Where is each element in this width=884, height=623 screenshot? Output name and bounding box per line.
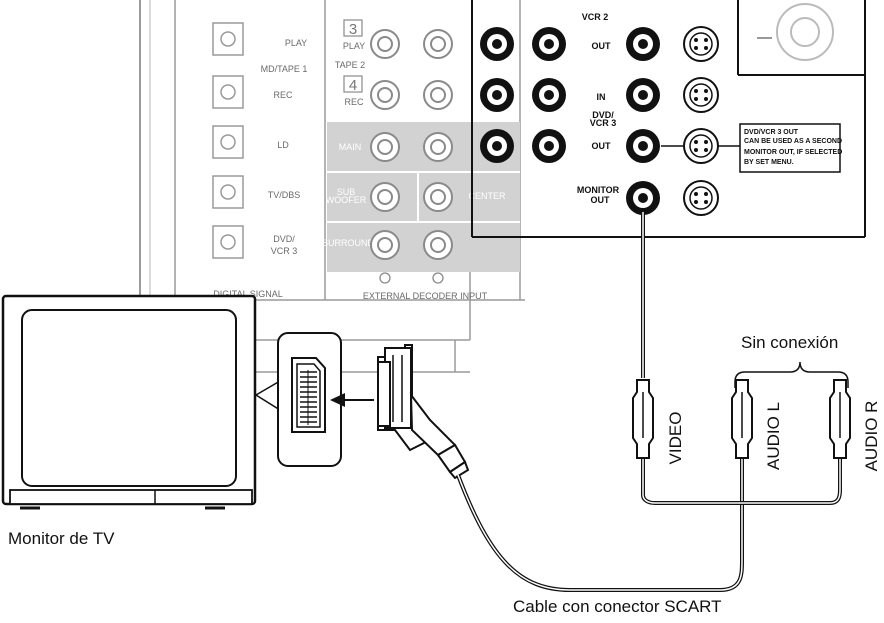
insert-arrow-icon: [330, 393, 345, 407]
antenna-connector-icon: [776, 3, 834, 61]
monitor-out-label-line2: OUT: [591, 195, 611, 205]
rca-jack-tape-rec-l: [370, 80, 400, 110]
optical-input-ld: LD: [212, 125, 289, 159]
md-tape-label: MD/TAPE 1: [261, 64, 308, 74]
tape2-label: TAPE 2: [335, 60, 365, 70]
digital-signal-label: DIGITAL SIGNAL: [213, 289, 283, 299]
optical-label-tvdbs: TV/DBS: [268, 190, 301, 200]
external-decoder-block: MAIN SUB WOOFER CENTER SURROUND EXTERNAL…: [322, 122, 520, 301]
decoder-main-label: MAIN: [339, 142, 362, 152]
rca-jack-surround-r: [423, 230, 453, 260]
optical-input-rec: REC: [212, 75, 293, 109]
note-line2: MONITOR OUT, IF SELECTED: [744, 149, 842, 156]
decoder-sub-line2: WOOFER: [326, 195, 367, 205]
tape-number-3: 3: [349, 21, 357, 38]
tape-play-label: PLAY: [343, 41, 365, 51]
brace-icon: [734, 361, 849, 388]
tape-number-4: 4: [349, 77, 357, 94]
rca-jack-tape-play-r: [423, 29, 453, 59]
rca-jack-main-r: [423, 132, 453, 162]
scart-cable-caption: Cable con conector SCART: [513, 597, 722, 616]
scart-cable: Cable con conector SCART: [330, 344, 744, 616]
rca-plug-audio-l: [731, 379, 753, 459]
vcr2-label: VCR 2: [582, 12, 609, 22]
video-panel: VCR 2 OUT IN DVD/ VCR 3 OUT MONITOR OUT: [471, 0, 866, 238]
optical-input-play: PLAY: [212, 22, 307, 56]
rca-jack-subwoofer: [370, 182, 400, 212]
note-title: DVD/VCR 3 OUT: [744, 129, 799, 136]
audio-r-plug-label: AUDIO R: [862, 401, 881, 472]
dvd-out-label: OUT: [592, 141, 612, 151]
decoder-sub-line1: SUB: [337, 187, 356, 197]
optical-label-ld: LD: [277, 140, 289, 150]
audio-l-plug-label: AUDIO L: [764, 402, 783, 470]
rca-jack-center: [423, 182, 453, 212]
vcr2-out-label: OUT: [592, 41, 612, 51]
rca-jack-tape-rec-r: [423, 80, 453, 110]
right-channel-marker-icon: [379, 272, 391, 284]
decoder-surround-label: SURROUND: [322, 238, 375, 248]
sin-conexion-label: Sin conexión: [741, 333, 838, 352]
optical-label-dvd-line2: VCR 3: [271, 246, 298, 256]
s-video-jack-vcr2-out: [683, 26, 719, 62]
decoder-center-label: CENTER: [468, 191, 506, 201]
tv-monitor: Monitor de TV: [1, 294, 342, 548]
dvd-label-line2: VCR 3: [590, 118, 617, 128]
optical-label-rec: REC: [273, 90, 293, 100]
tv-stand: [9, 489, 253, 505]
decoder-footer-label: EXTERNAL DECODER INPUT: [363, 291, 488, 301]
dvd-label-line1: DVD/: [592, 110, 614, 120]
note-box: [739, 123, 841, 173]
s-video-jack-dvd-out: [683, 128, 719, 164]
note-line1: CAN BE USED AS A SECOND: [744, 138, 842, 145]
optical-input-dvd: DVD/ VCR 3: [212, 225, 298, 259]
s-video-jack-vcr2-in: [683, 77, 719, 113]
vcr2-in-label: IN: [597, 92, 606, 102]
optical-input-tvdbs: TV/DBS: [212, 175, 301, 209]
rca-plugs: Sin conexión VIDEO AUDIO L AUDIO R: [632, 212, 881, 505]
rca-jack-main-l: [370, 132, 400, 162]
video-plug-label: VIDEO: [666, 412, 685, 465]
left-channel-marker-icon: [432, 272, 444, 284]
tape-block: 3 PLAY TAPE 2 4 REC: [335, 19, 453, 110]
rca-plug-audio-r: [829, 379, 851, 459]
tape-rec-label: REC: [344, 97, 364, 107]
optical-label-play: PLAY: [285, 38, 307, 48]
note-line3: BY SET MENU.: [744, 159, 794, 166]
video-rca-jacks: [480, 27, 660, 215]
rca-plug-video: [632, 379, 654, 459]
rca-jack-tape-play-l: [370, 29, 400, 59]
s-video-jacks: [683, 26, 719, 216]
digital-inputs: PLAY MD/TAPE 1 REC LD TV/DBS DVD/ VCR 3 …: [212, 22, 308, 299]
optical-label-dvd-line1: DVD/: [273, 234, 295, 244]
rca-jack-surround-l: [370, 230, 400, 260]
monitor-out-label-line1: MONITOR: [577, 185, 620, 195]
tv-monitor-caption: Monitor de TV: [8, 529, 115, 548]
s-video-jack-monitor-out: [683, 180, 719, 216]
tv-screen: [21, 309, 237, 487]
